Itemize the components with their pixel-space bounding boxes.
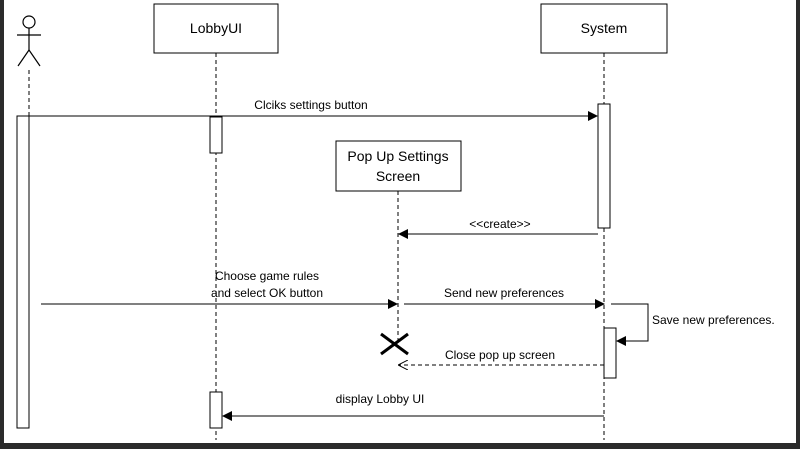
window-frame-bottom	[0, 443, 800, 449]
actor-activation	[16, 115, 30, 429]
participant-popup-label-1: Pop Up Settings	[347, 148, 448, 164]
window-frame-right	[796, 0, 800, 449]
system-activation-2	[603, 327, 617, 379]
message-label-close-popup: Close pop up screen	[445, 348, 555, 362]
window-frame-left	[0, 0, 4, 449]
message-label-send-preferences: Send new preferences	[444, 286, 564, 300]
message-label-choose-rules-1: Choose game rules	[215, 269, 319, 283]
message-label-display-lobby: display Lobby UI	[336, 392, 425, 406]
message-label-choose-rules-2: and select OK button	[211, 286, 323, 300]
participant-system: System	[540, 3, 668, 54]
message-label-save-preferences: Save new preferences.	[652, 313, 775, 327]
participant-lobby-label: LobbyUI	[190, 20, 242, 36]
participant-lobby-ui: LobbyUI	[153, 3, 279, 54]
participant-popup-settings: Pop Up Settings Screen	[335, 140, 462, 192]
destroy-x-icon	[380, 332, 409, 356]
lobby-activation-2	[209, 391, 223, 429]
message-arrow-save-preferences	[611, 303, 649, 346]
message-label-create: <<create>>	[469, 217, 530, 231]
lobby-activation-1	[209, 116, 223, 154]
system-activation-1	[597, 103, 611, 229]
actor-icon	[17, 15, 41, 67]
participant-system-label: System	[581, 20, 628, 36]
message-label-clicks-settings: Clciks settings button	[254, 98, 367, 112]
participant-popup-label-2: Screen	[376, 168, 420, 184]
